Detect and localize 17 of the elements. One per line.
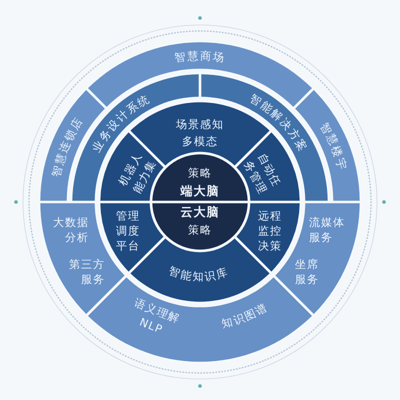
curved-label: 智慧商场 [174, 50, 226, 65]
center-label: 端大脑 [179, 183, 220, 199]
center-label: 云大脑 [180, 204, 220, 220]
label: 流媒体服务 [309, 215, 346, 245]
curved-label: 智能知识库 [167, 264, 230, 284]
label: 语义理解 NLP [131, 295, 183, 338]
curved-label: 智慧楼宇 [317, 120, 349, 172]
center-label: 策略 [187, 166, 213, 180]
curved-label: 知识图谱 [220, 300, 270, 330]
label: 第三方服务 [68, 257, 105, 287]
center-label: 策略 [187, 222, 213, 238]
curved-label: 智慧连锁店 [50, 114, 86, 178]
label: 大数据分析 [52, 215, 89, 245]
label: 场景感知多模态 [175, 117, 225, 150]
label: 坐席服务 [295, 257, 320, 287]
label: 管理调度平台 [115, 208, 141, 254]
label: 远程监控决策 [257, 208, 283, 254]
